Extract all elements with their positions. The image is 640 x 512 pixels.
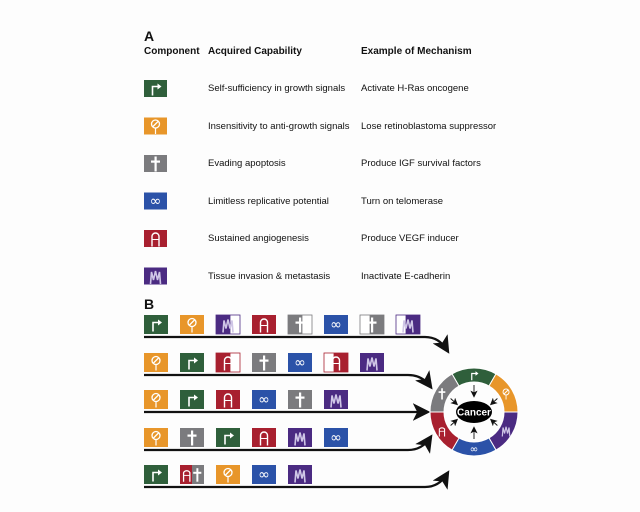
growth-arrow-icon — [144, 465, 168, 484]
vessel-icon — [144, 230, 167, 247]
cross-icon — [180, 428, 204, 447]
mechanism-text: Activate H-Ras oncogene — [361, 83, 469, 94]
svg-text:∞: ∞ — [330, 317, 342, 333]
infinity-icon: ∞ — [252, 465, 276, 484]
capability-text: Tissue invasion & metastasis — [208, 270, 331, 282]
infinity-icon: ∞ — [144, 192, 167, 210]
svg-text:∞: ∞ — [150, 194, 162, 210]
pathway-arrow — [144, 334, 450, 354]
no-sign-icon — [180, 315, 204, 334]
header-capability: Acquired Capability — [208, 46, 302, 57]
capability-text: Limitless replicative potential — [208, 195, 329, 207]
vessel-icon — [252, 428, 276, 447]
no-sign-icon — [144, 390, 168, 409]
vessel-icon — [252, 315, 276, 334]
mechanism-text: Produce VEGF inducer — [361, 233, 459, 244]
infinity-icon: ∞ — [252, 390, 276, 409]
header-component: Component — [144, 46, 200, 57]
infinity-icon: ∞ — [324, 428, 348, 447]
vessel-icon — [216, 390, 240, 409]
mechanism-text: Produce IGF survival factors — [361, 158, 481, 169]
capability-text: Evading apoptosis — [208, 158, 286, 169]
cancer-center — [456, 401, 492, 423]
ring-segment-apoptosis — [429, 373, 460, 413]
ring-segment-invasion — [488, 411, 519, 451]
ring-segment-anti — [488, 373, 519, 413]
growth-arrow-icon — [180, 353, 204, 372]
svg-text:∞: ∞ — [258, 392, 270, 408]
mechanism-text: Inactivate E-cadherin — [361, 270, 451, 282]
no-sign-icon — [144, 428, 168, 447]
invasion-icon — [360, 353, 384, 372]
partial-cross-icon — [287, 314, 313, 335]
mechanism-text: Turn on telomerase — [361, 195, 444, 207]
panel-b-label: B — [144, 296, 155, 312]
capability-text: Sustained angiogenesis — [208, 233, 309, 244]
no-sign-icon — [144, 353, 168, 372]
mechanism-text: Lose retinoblastoma suppressor — [361, 120, 497, 132]
invasion-icon — [144, 267, 167, 285]
infinity-icon: ∞ — [288, 353, 312, 372]
partial-vessel-icon — [323, 352, 349, 373]
partial-invasion-icon — [215, 314, 241, 335]
cross-icon — [288, 390, 312, 409]
growth-arrow-icon — [180, 390, 204, 409]
svg-text:∞: ∞ — [258, 467, 270, 483]
capability-text: Self-sufficiency in growth signals — [208, 83, 346, 94]
pathway-arrow — [144, 434, 433, 454]
invasion-icon — [288, 465, 312, 484]
ring-segment-replicative: ∞ — [451, 426, 497, 457]
no-sign-icon — [144, 117, 167, 135]
ring-segment-angio — [429, 411, 460, 451]
svg-text:∞: ∞ — [330, 430, 342, 446]
infinity-icon: ∞ — [324, 315, 348, 334]
partial-cross-icon — [359, 314, 385, 335]
panel-a-label: A — [144, 28, 155, 44]
capability-text: Insensitivity to anti-growth signals — [208, 120, 350, 132]
growth-arrow-icon — [144, 315, 168, 334]
header-mechanism: Example of Mechanism — [361, 46, 472, 57]
cross-icon — [252, 353, 276, 372]
invasion-icon — [324, 390, 348, 409]
svg-text:∞: ∞ — [294, 355, 306, 371]
partial-invasion-icon — [395, 314, 421, 335]
invasion-icon — [288, 428, 312, 447]
ring-segment-growth — [451, 367, 497, 398]
growth-arrow-icon — [216, 428, 240, 447]
growth-arrow-icon — [144, 80, 167, 97]
svg-text:∞: ∞ — [470, 443, 479, 455]
cancer-label: Cancer — [457, 408, 491, 419]
cross-icon — [144, 155, 167, 172]
no-sign-icon — [216, 465, 240, 484]
split-vessel-icon — [180, 465, 204, 484]
pathway-arrow — [144, 470, 450, 490]
partial-vessel-icon — [215, 352, 241, 373]
pathway-arrow — [144, 370, 433, 390]
